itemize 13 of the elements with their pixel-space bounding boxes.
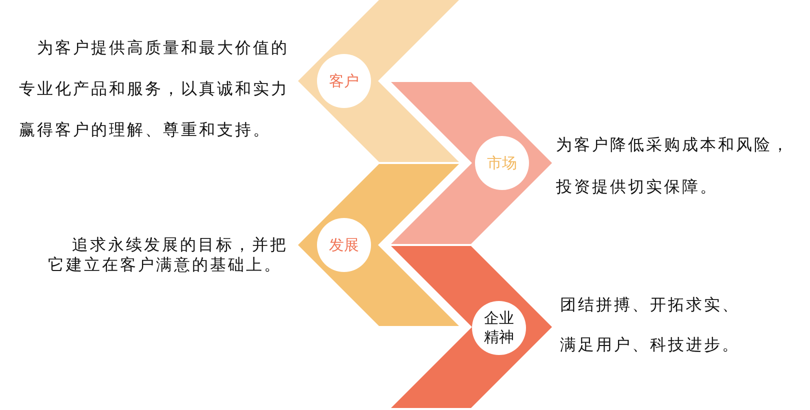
circle-label: 企业精神 <box>483 309 515 347</box>
description-text: 为客户提供高质量和最大价值的专业化产品和服务，以真诚和实力赢得客户的理解、尊重和支持。 <box>19 37 290 141</box>
description-text: 团结拼搏、开拓求实、满足用户、科技进步。 <box>560 294 741 356</box>
description-text: 为客户降低采购成本和风险，投资提供切实保障。 <box>556 134 791 198</box>
label-circle <box>317 218 371 272</box>
right-chevron-band <box>391 246 552 408</box>
circle-label: 发展 <box>329 236 359 254</box>
description-text: 追求永续发展的目标，并把它建立在客户满意的基础上。 <box>48 235 289 275</box>
label-circle <box>475 136 529 190</box>
circle-label: 客户 <box>329 72 359 90</box>
circle-label: 市场 <box>487 154 517 172</box>
label-circle <box>317 54 371 108</box>
label-circle <box>472 301 526 355</box>
